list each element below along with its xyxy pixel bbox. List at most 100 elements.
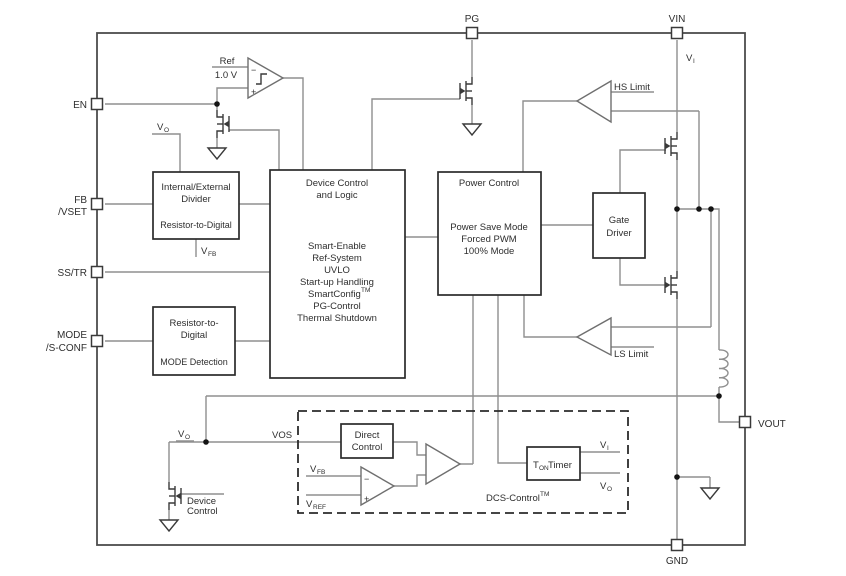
- dcs-comparator: [360, 465, 396, 507]
- label-vo-sense-sub: O: [185, 434, 190, 441]
- block-ton-timer: [526, 446, 581, 481]
- junction-dot: [696, 206, 702, 212]
- wire-en-comp-plus: [216, 87, 248, 104]
- wire-hs-limit-out: [522, 100, 577, 172]
- ls-limit-comparator: [575, 316, 612, 357]
- label-vfb-stub-sub: FB: [208, 251, 216, 258]
- gd-line1: Gate: [609, 215, 630, 226]
- dcl-feature-1: Ref-System: [312, 253, 362, 264]
- dcl-feature-4-tm: TM: [361, 287, 370, 294]
- label-ref: Ref: [220, 56, 235, 67]
- junction-dot: [708, 206, 714, 212]
- pc-line3: 100% Mode: [464, 246, 515, 257]
- label-vo-top-sub: O: [164, 127, 169, 134]
- mosfet-pg-open-drain: [459, 76, 473, 106]
- ic-boundary: [96, 32, 746, 546]
- block-internal-external-divider: [152, 171, 240, 240]
- enable-comparator: [247, 56, 285, 100]
- label-vi-ton: V: [600, 440, 607, 451]
- wire-gd-hs-gate: [619, 149, 666, 193]
- dcl-feature-6: Thermal Shutdown: [297, 313, 377, 324]
- label-vfb-stub: V: [201, 246, 208, 257]
- label-vi-ton-sub: I: [607, 445, 609, 452]
- block-power-control: [437, 171, 542, 296]
- ton-sub: ON: [539, 465, 549, 472]
- wire-switch-node: [677, 208, 720, 350]
- mosfet-high-side: [664, 131, 678, 161]
- gnd-symbol-discharge: [159, 519, 179, 532]
- dcs-comp-plus: +: [364, 494, 369, 504]
- pin-ss-tr: [90, 265, 104, 279]
- pin-label-pg: PG: [465, 14, 480, 25]
- pin-label-vset: /VSET: [58, 207, 87, 218]
- wire-pg-gate: [371, 98, 460, 170]
- wire-vos-sense: [205, 395, 719, 442]
- label-vo-ton: V: [600, 481, 607, 492]
- wire-gnd-branch: [677, 476, 711, 488]
- block-direct-control: [340, 423, 394, 459]
- pin-en: [90, 97, 104, 111]
- wire-hs-limit-sense: [611, 110, 700, 209]
- pin-fb-vset: [90, 197, 104, 211]
- pins: [90, 26, 752, 552]
- wire-gd-ls-gate: [619, 258, 666, 286]
- dcl-feature-5: PG-Control: [313, 301, 361, 312]
- divider-line2: Divider: [181, 194, 211, 205]
- wires: [105, 40, 740, 545]
- label-vos: VOS: [272, 430, 292, 441]
- label-vo-top: V: [157, 122, 164, 133]
- label-ls-limit: LS Limit: [614, 349, 649, 360]
- block-device-control-logic: [269, 169, 406, 379]
- pc-title: Power Control: [459, 178, 519, 189]
- pin-label-vout: VOUT: [758, 419, 786, 430]
- mosfet-en-pulldown: [216, 109, 230, 139]
- pin-label-mode: MODE: [57, 330, 87, 341]
- direct-line1: Direct: [355, 430, 380, 441]
- block-mode-detection: [152, 306, 236, 376]
- gnd-symbol-en: [207, 147, 227, 160]
- block-gate-driver: [592, 192, 646, 259]
- wire-ls-limit-sense: [611, 209, 712, 328]
- wire-cmp-to-amp: [394, 474, 426, 487]
- pin-pg: [465, 26, 479, 40]
- label-vi-top-sub: I: [693, 58, 695, 65]
- mode-line2: Digital: [181, 330, 207, 341]
- dcl-feature-2: UVLO: [324, 265, 350, 276]
- mode-line1: Resistor-to-: [169, 318, 218, 329]
- wire-en-fet-gate: [229, 129, 280, 170]
- dcs-comp-minus: −: [364, 474, 369, 484]
- pin-label-sconf: /S-CONF: [46, 343, 87, 354]
- wire-comp-out: [283, 77, 304, 170]
- mosfet-output-discharge: [168, 481, 182, 511]
- inductor: [718, 349, 729, 388]
- label-vfb-in: V: [310, 464, 317, 475]
- dcs-control-label: DCS-Control: [486, 493, 540, 504]
- pin-labels: EN FB /VSET SS/TR MODE /S-CONF PG VIN VO…: [46, 14, 786, 567]
- ton-base: T: [533, 460, 539, 471]
- divider-line1: Internal/External: [161, 182, 230, 193]
- dcl-feature-3: Start-up Handling: [300, 277, 374, 288]
- label-ref-value: 1.0 V: [215, 70, 238, 81]
- pc-line2: Forced PWM: [461, 234, 517, 245]
- pin-label-gnd: GND: [666, 556, 688, 567]
- gd-line2: Driver: [606, 228, 631, 239]
- direct-line2: Control: [352, 442, 383, 453]
- pin-label-en: EN: [73, 100, 87, 111]
- pin-mode-sconf: [90, 334, 104, 348]
- pc-line1: Power Save Mode: [450, 222, 528, 233]
- wire-ls-limit-out: [523, 295, 577, 338]
- junction-dot: [674, 206, 680, 212]
- label-vref-in-sub: REF: [313, 504, 326, 511]
- wire-vo-supply: [152, 133, 181, 172]
- junction-dot: [203, 439, 209, 445]
- gnd-symbol-pg: [462, 123, 482, 136]
- pin-label-fb: FB: [74, 195, 87, 206]
- junction-dot: [214, 101, 220, 107]
- gnd-symbol-power: [700, 487, 720, 500]
- label-vo-sense: V: [178, 429, 185, 440]
- wire-amp-out: [460, 295, 474, 465]
- label-device-control-gate1: Device: [187, 496, 216, 507]
- en-comp-minus: −: [251, 65, 256, 75]
